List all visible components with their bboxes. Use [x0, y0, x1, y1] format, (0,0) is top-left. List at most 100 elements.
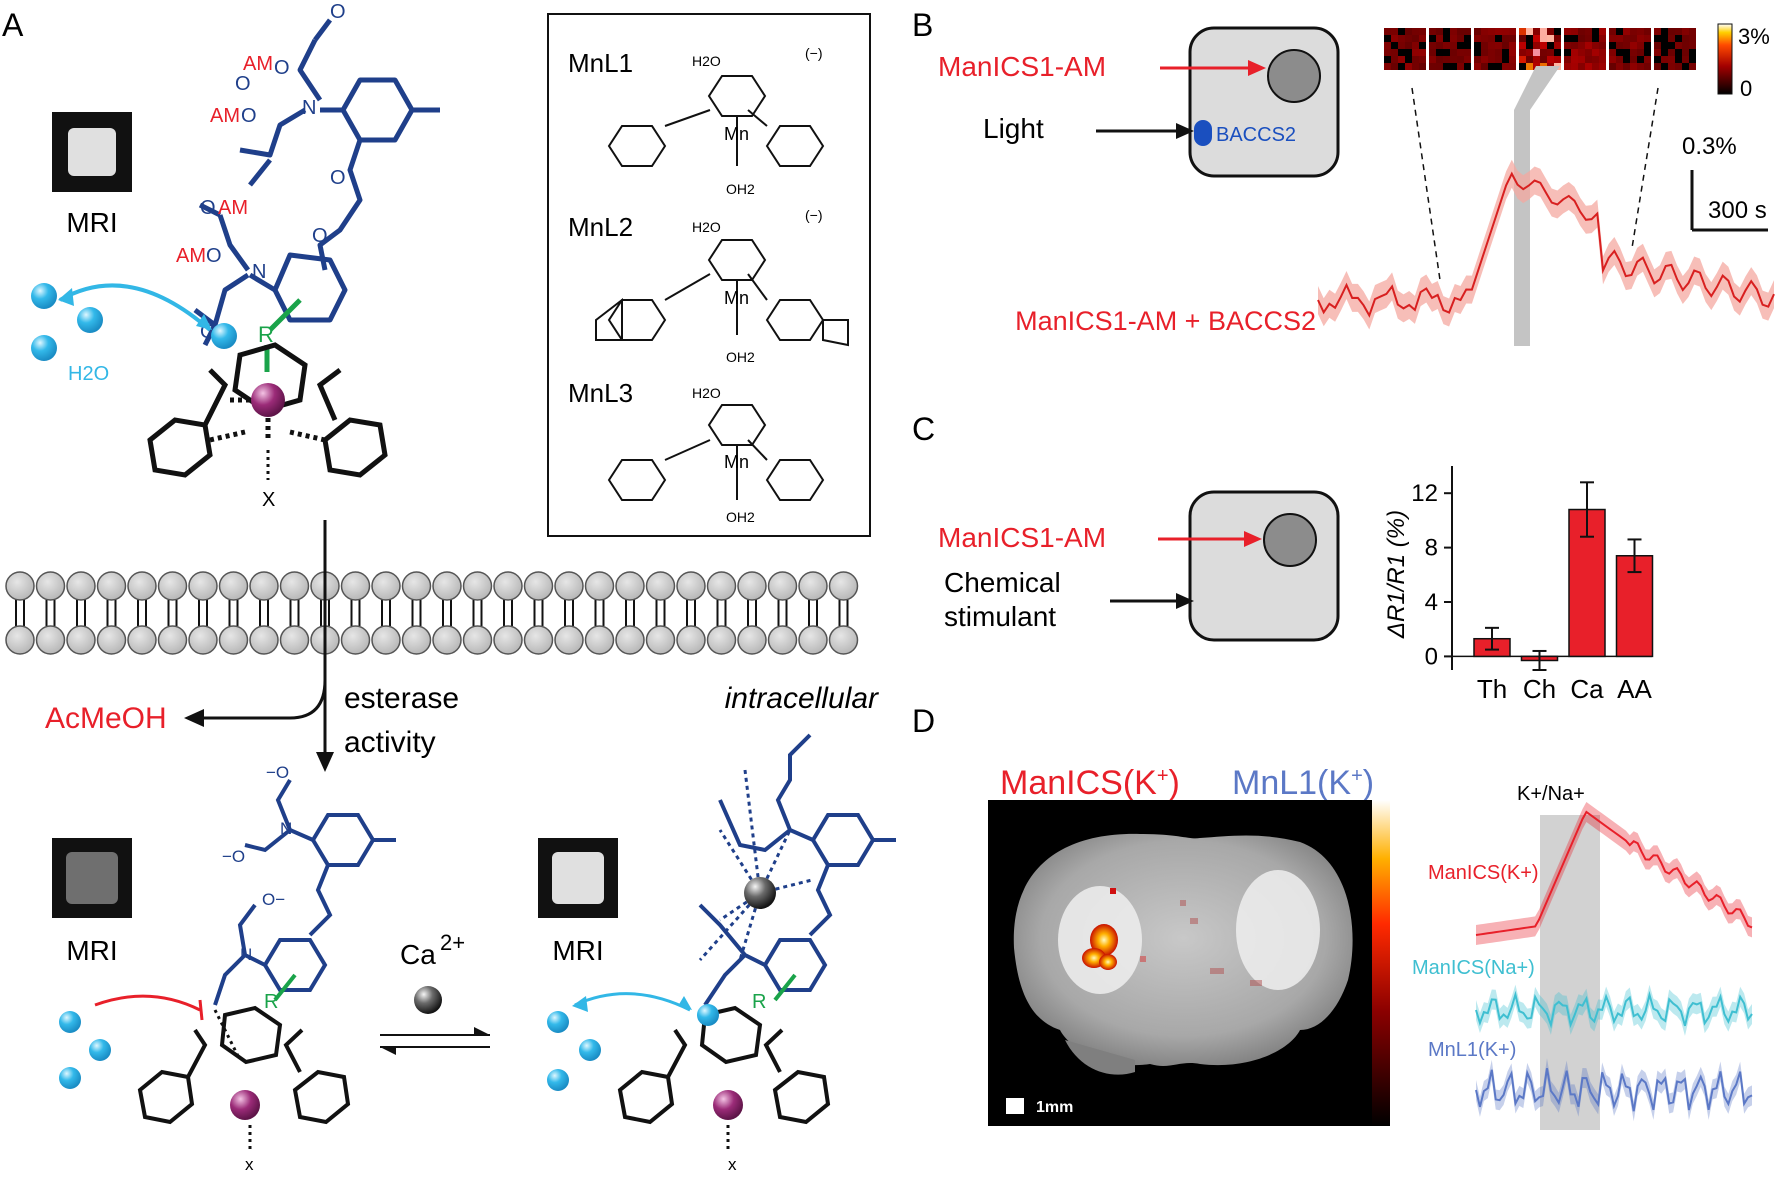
lipid-head: [462, 571, 493, 601]
heatmap-pixel: [1481, 42, 1488, 49]
title-blue-d: MnL1(K+): [1232, 764, 1374, 802]
water-exchange-arrow-bottom: [574, 992, 691, 1012]
heatmap-pixel: [1554, 35, 1561, 42]
heatmap-pixel: [1481, 49, 1488, 56]
lipid-head: [218, 571, 249, 601]
lipid-head: [249, 571, 279, 601]
heatmap-pixel: [1443, 56, 1450, 63]
heatmap-pixel: [1578, 49, 1585, 56]
trace-mnl1-k-line: [1475, 1068, 1753, 1112]
water-exchange-arrow-top: [59, 283, 212, 332]
svg-text:AM: AM: [218, 197, 248, 219]
heatmap-pixel: [1564, 28, 1571, 35]
baccs2-label: BACCS2: [1216, 124, 1296, 146]
heatmap-pixel: [1540, 35, 1547, 42]
mnl3-label: MnL3: [568, 378, 633, 408]
heatmap-pixel: [1668, 28, 1675, 35]
lipid-head: [66, 571, 96, 601]
lipid-head: [645, 625, 676, 655]
heatmap-pixel: [1509, 56, 1516, 63]
heatmap-pixel: [1391, 35, 1398, 42]
water-molecule: [31, 335, 57, 361]
heatmap-pixel: [1592, 63, 1599, 70]
stim-window-b: [1514, 66, 1560, 346]
heatmap-pixel: [1571, 28, 1578, 35]
heatmap-pixel: [1609, 63, 1616, 70]
mnl2-label: MnL2: [568, 212, 633, 242]
lipid-head: [371, 625, 401, 655]
x-tick-label-c: Ca: [1570, 674, 1604, 704]
lipid-head: [767, 571, 798, 601]
heatmap-pixel: [1450, 56, 1457, 63]
mnl-structures-box: MnL1 MnL2 MnL3 (−) (−): [547, 13, 871, 537]
heatmap-pixel: [1616, 35, 1623, 42]
svg-text:−O: −O: [266, 763, 289, 782]
trace-error-band: [1318, 159, 1774, 330]
heatmap-pixel: [1474, 35, 1481, 42]
heatmap-pixel: [1675, 28, 1682, 35]
mri-icon-dim: MRI: [52, 838, 132, 966]
heatmap-pixel: [1419, 35, 1426, 42]
heatmap-pixel: [1495, 28, 1502, 35]
svg-text:R: R: [752, 991, 766, 1013]
heatmap-pixel: [1436, 63, 1443, 70]
heatmap-pixel: [1644, 56, 1651, 63]
lipid-head: [432, 625, 462, 655]
lipid-head: [5, 571, 35, 601]
heatmap-pixel: [1564, 63, 1571, 70]
lipid-head: [706, 625, 737, 655]
svg-text:O: O: [200, 197, 216, 219]
heatmap-pixel: [1599, 49, 1606, 56]
scale-x-b: 300 s: [1708, 197, 1767, 224]
heatmap-pixel: [1599, 42, 1606, 49]
heatmap-pixel: [1644, 35, 1651, 42]
chelator-atoms-top: O AM O O AM O N O O O AM AM O O N: [176, 1, 346, 343]
ylabel-c: ΔR1/R1 (%): [1383, 510, 1410, 639]
title-red-d: ManICS(K+): [1000, 764, 1180, 802]
trace-label-d2: ManICS(Na+): [1412, 957, 1535, 979]
mn-complex-top: [147, 342, 388, 480]
lipid-head: [676, 571, 706, 601]
chelator-structure-bottom-left: [213, 778, 396, 1006]
heatmap-pixel: [1585, 28, 1592, 35]
svg-text:O: O: [274, 57, 290, 79]
heatmap-pixel: [1526, 56, 1533, 63]
traces-d: [1475, 802, 1753, 1122]
heatmap-pixel: [1509, 49, 1516, 56]
heatmap-pixel: [1450, 35, 1457, 42]
heatmap-pixel: [1585, 49, 1592, 56]
stim-label-d: K+/Na+: [1517, 783, 1585, 805]
water-molecule: [59, 1067, 81, 1089]
heatmap-pixel: [1419, 56, 1426, 63]
heatmap-pixel: [1616, 63, 1623, 70]
heatmap-pixel: [1571, 42, 1578, 49]
esterase-label: esterase: [344, 682, 459, 715]
heatmap-pixel: [1436, 28, 1443, 35]
water-molecule: [579, 1039, 601, 1061]
heatmap-pixel: [1599, 35, 1606, 42]
colorbar-d: [1372, 800, 1390, 1126]
trace-mnl1-k-band: [1476, 1058, 1752, 1122]
lipid-head: [157, 625, 188, 655]
heatmap-pixel: [1429, 49, 1436, 56]
heatmap-pixel: [1637, 28, 1644, 35]
svg-text:Mn: Mn: [724, 124, 749, 144]
svg-text:(−): (−): [805, 207, 823, 223]
lipid-head: [584, 625, 615, 655]
acmeoh-release-arrow: [200, 679, 327, 720]
heatmap-pixel: [1488, 28, 1495, 35]
svg-text:N: N: [280, 819, 292, 838]
acmeoh-label: AcMeOH: [45, 702, 167, 735]
heatmap-pixel: [1609, 49, 1616, 56]
svg-text:AM: AM: [210, 105, 240, 127]
heatmap-pixel: [1571, 49, 1578, 56]
lipid-head: [340, 571, 371, 601]
mnl1-label: MnL1: [568, 48, 633, 78]
heatmap-pixel: [1450, 42, 1457, 49]
stimulant-label-2: stimulant: [944, 601, 1056, 632]
heatmap-pixel: [1637, 35, 1644, 42]
chelator-structure-bottom-right: [698, 733, 896, 1007]
trace-label-d3: MnL1(K+): [1428, 1039, 1516, 1061]
heatmap-pixel: [1547, 56, 1554, 63]
svg-text:(−): (−): [805, 45, 823, 61]
